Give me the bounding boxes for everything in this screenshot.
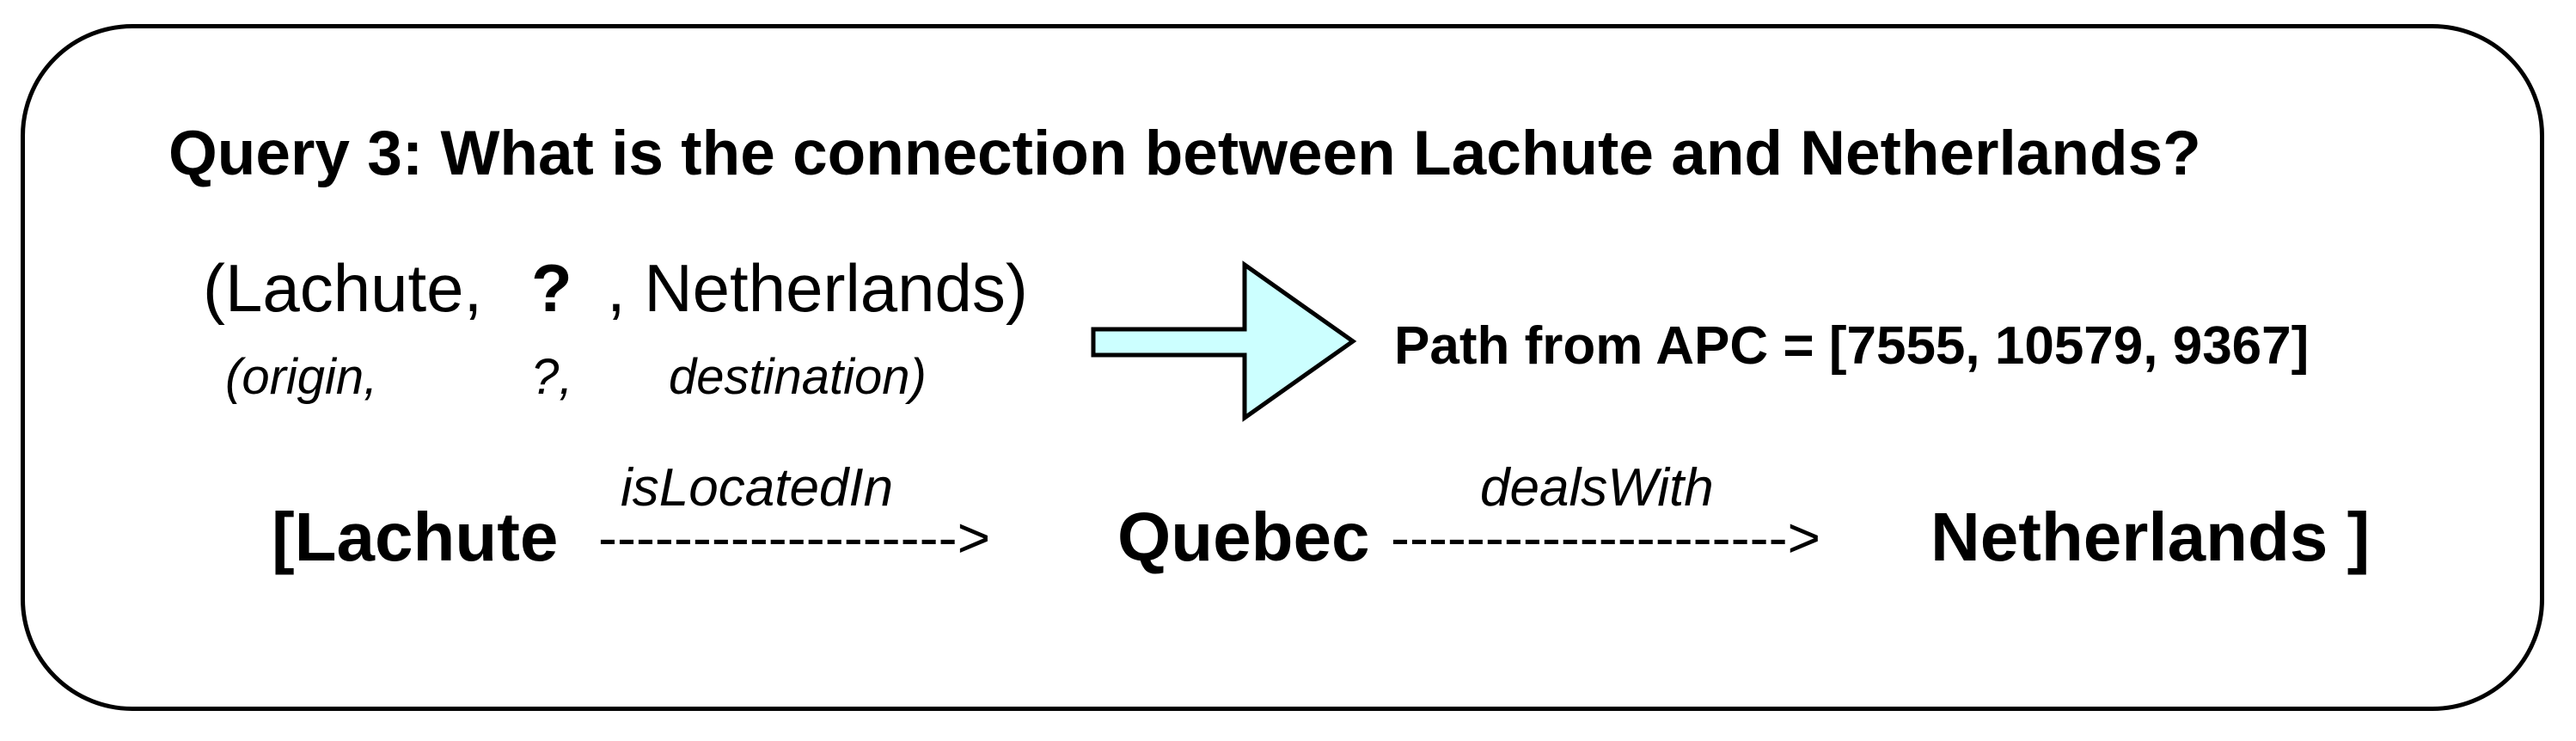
path-start-node: [Lachute [272, 499, 559, 575]
triple-relation: ? [531, 250, 572, 326]
edge-label-dealswith: dealsWith [1480, 458, 1714, 517]
role-relation: ?, [531, 349, 573, 405]
apc-path-result: Path from APC = [7555, 10579, 9367] [1394, 316, 2310, 376]
path-middle-node: Quebec [1117, 499, 1370, 575]
role-destination: destination) [669, 349, 927, 405]
right-arrow-icon [1091, 260, 1357, 422]
role-origin: (origin, [225, 349, 378, 405]
query-title: Query 3: What is the connection between … [168, 119, 2201, 188]
edge-arrow-1: -------------------> [598, 505, 991, 569]
triple-origin: (Lachute, [203, 250, 483, 326]
triple-destination: , Netherlands) [607, 250, 1028, 326]
edge-label-islocatedin: isLocatedIn [621, 458, 894, 517]
edge-arrow-2: ---------------------> [1391, 505, 1821, 569]
path-end-node: Netherlands ] [1930, 499, 2371, 575]
